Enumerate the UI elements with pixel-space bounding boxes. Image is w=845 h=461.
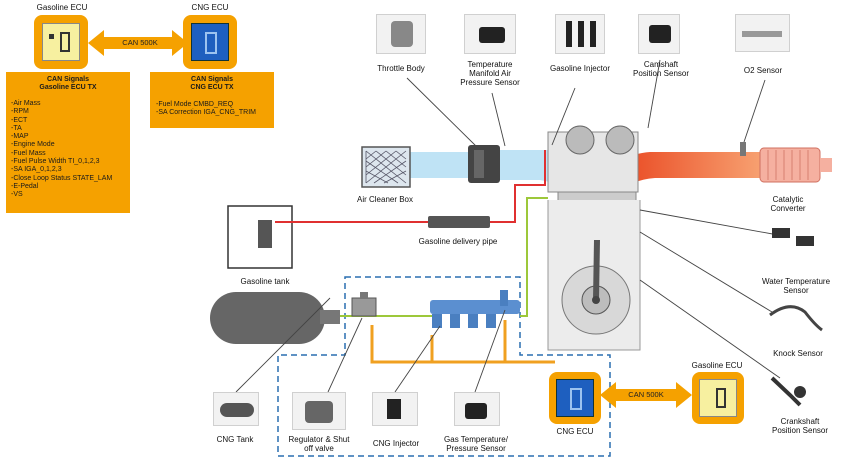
air-cleaner-label: Air Cleaner Box <box>356 195 414 204</box>
list-item: -TA <box>11 124 22 132</box>
catalytic-converter-shape <box>759 147 832 183</box>
cng-injector-label: CNG Injector <box>372 439 420 448</box>
air-cleaner-box-shape <box>361 146 411 188</box>
list-item: -VS <box>11 191 23 199</box>
list-item: -SA Correction IGA_CNG_TRIM <box>156 109 256 117</box>
exhaust-pipe <box>605 152 760 192</box>
can-label-top: CAN 500K <box>122 38 158 47</box>
list-item: -Close Loop Status STATE_LAM <box>11 174 113 182</box>
harness-lines <box>370 320 555 364</box>
gas-temp-sensor-photo <box>454 392 500 426</box>
catalytic-converter-label: Catalytic Converter <box>770 195 806 213</box>
gasoline-ecu-bottom-icon <box>699 379 737 417</box>
list-item: -Air Mass <box>11 100 41 107</box>
gasoline-ecu-top-frame <box>34 15 88 69</box>
o2-sensor-photo <box>735 14 790 52</box>
gas-temp-sensor-label: Gas Temperature/ Pressure Sensor <box>444 435 508 453</box>
list-item: -MAP <box>11 133 29 141</box>
cng-ecu-title-top: CNG ECU <box>191 3 229 12</box>
leader-lines <box>235 59 781 393</box>
water-temp-sensor-label: Water Temperature Sensor <box>761 277 831 295</box>
cng-ecu-top-frame <box>183 15 237 69</box>
throttle-body-shape <box>468 145 500 183</box>
regulator-label: Regulator & Shut off valve <box>288 435 350 453</box>
regulator-photo <box>292 392 346 430</box>
engine-block <box>547 125 641 351</box>
gasoline-delivery-pipe-shape <box>428 216 490 228</box>
cng-tank-photo <box>213 392 259 426</box>
cng-ecu-bottom-frame <box>549 372 601 424</box>
gasoline-fuel-line <box>275 150 546 223</box>
camshaft-sensor-photo <box>638 14 680 54</box>
list-item: -RPM <box>11 108 29 116</box>
gasoline-injector-label: Gasoline Injector <box>549 64 611 73</box>
gasoline-signals-heading-1: CAN Signals <box>46 76 89 83</box>
right-sensor-graphics <box>769 228 823 407</box>
cng-ecu-bottom-icon <box>556 379 594 417</box>
knock-sensor-label: Knock Sensor <box>773 349 823 358</box>
cng-injector-rail <box>430 290 520 328</box>
cng-signals-heading-2: CNG ECU TX <box>190 84 234 91</box>
cng-injector-photo <box>372 392 418 426</box>
list-item: -SA IGA_0,1,2,3 <box>11 166 62 174</box>
gasoline-tank-label: Gasoline tank <box>240 277 290 286</box>
list-item: -ECT <box>11 116 28 124</box>
cng-can-signals-panel: CAN Signals CNG ECU TX -Fuel Mode CMBD_R… <box>150 72 274 128</box>
gasoline-injector-photo <box>555 14 605 54</box>
list-item: -Fuel Mass <box>11 149 46 157</box>
list-item: -E-Pedal <box>11 182 39 190</box>
list-item: -Fuel Pulse Width TI_0,1,2,3 <box>11 158 100 166</box>
list-item: -Fuel Mode CMBD_REQ <box>156 101 234 108</box>
can-label-bottom: CAN 500K <box>628 390 664 399</box>
throttle-body-photo <box>376 14 426 54</box>
gasoline-signals-heading-2: Gasoline ECU TX <box>39 84 97 91</box>
regulator-shape <box>351 292 377 317</box>
temperature-map-sensor-photo <box>464 14 516 54</box>
cng-signals-heading-1: CAN Signals <box>190 76 233 83</box>
can-arrow-top <box>88 30 188 56</box>
gasoline-signals-list: -Air Mass -RPM -ECT -TA -MAP -Engine Mod… <box>11 100 130 200</box>
delivery-pipe-label: Gasoline delivery pipe <box>418 237 498 246</box>
can-arrow-bottom <box>600 382 692 408</box>
cng-tank-shape <box>210 292 340 344</box>
list-item: -Engine Mode <box>11 141 55 149</box>
cng-ecu-bottom-label: CNG ECU <box>556 427 594 436</box>
gasoline-ecu-bottom-frame <box>692 372 744 424</box>
camshaft-sensor-label: Camshaft Position Sensor <box>632 60 690 78</box>
cng-signals-list: -Fuel Mode CMBD_REQ -SA Correction IGA_C… <box>156 101 274 118</box>
gasoline-ecu-title-top: Gasoline ECU <box>36 3 88 12</box>
gasoline-ecu-top-icon <box>42 23 80 61</box>
gasoline-can-signals-panel: CAN Signals Gasoline ECU TX -Air Mass -R… <box>6 72 130 213</box>
cng-tank-label: CNG Tank <box>216 435 254 444</box>
crankshaft-sensor-label: Crankshaft Position Sensor <box>771 417 829 435</box>
cng-ecu-top-icon <box>191 23 229 61</box>
gasoline-ecu-bottom-label: Gasoline ECU <box>691 361 743 370</box>
gasoline-tank-shape <box>227 205 293 269</box>
o2-sensor-label: O2 Sensor <box>743 66 783 75</box>
o2-probe <box>740 142 746 156</box>
temp-map-sensor-label: Temperature Manifold Air Pressure Sensor <box>460 60 520 87</box>
throttle-body-label: Throttle Body <box>377 64 425 73</box>
